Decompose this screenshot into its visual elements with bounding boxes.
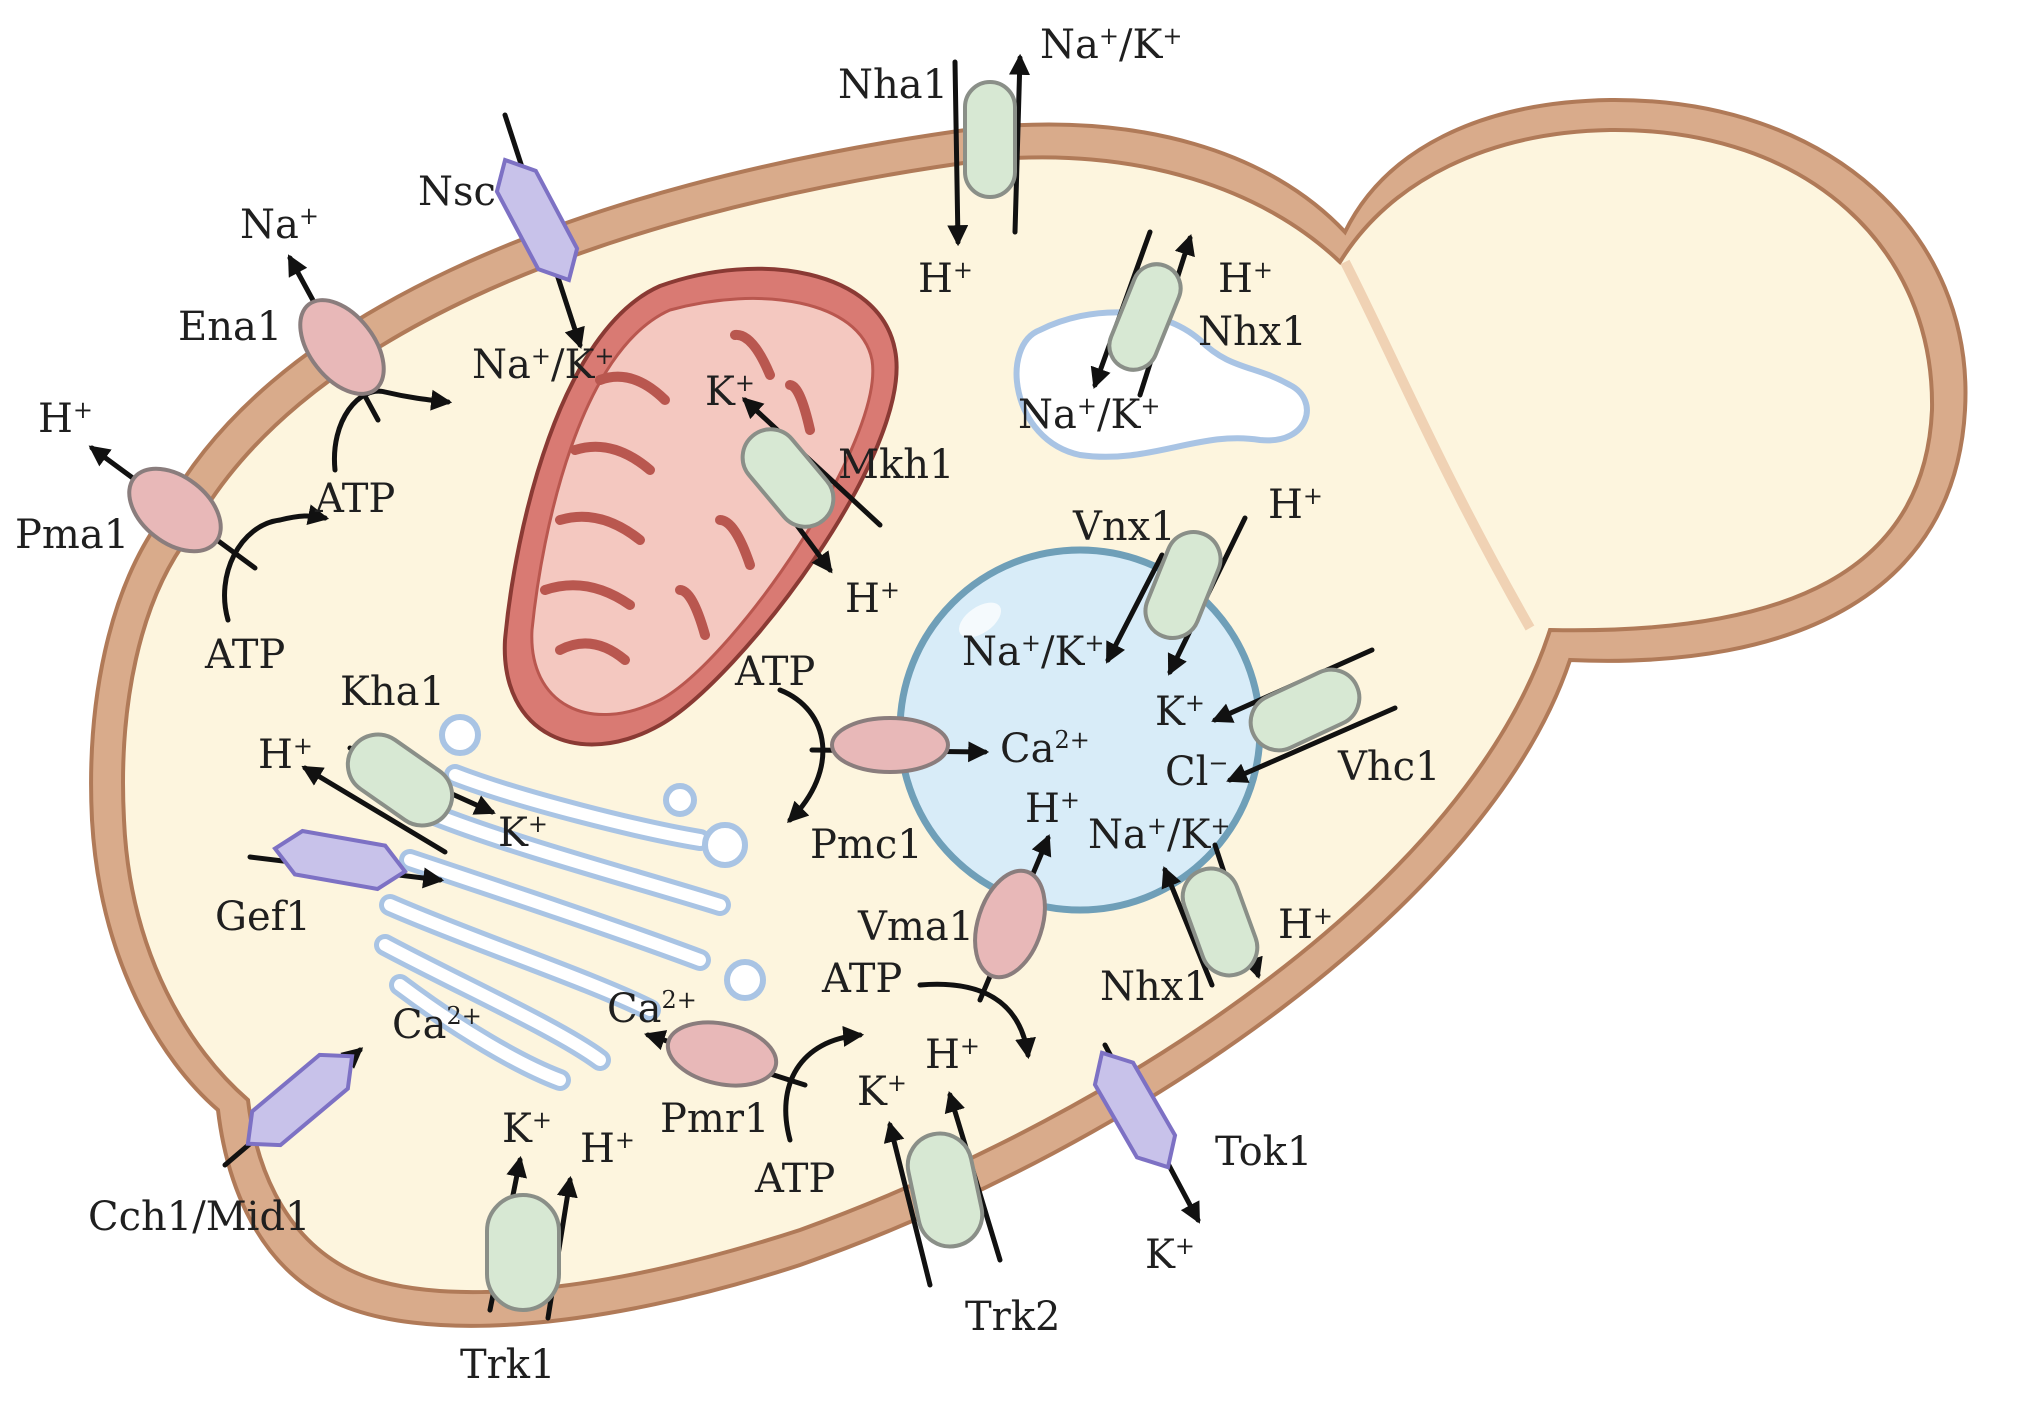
mkh1-label: Mkh1 [838, 442, 954, 488]
pma1-label: Pma1 [15, 512, 129, 558]
nhx1-bottom-label: Nhx1 [1100, 964, 1209, 1010]
protein-labels: Nha1 Nsc Ena1 Pma1 Nhx1 Mkh1 Vnx1 Kha1 P… [15, 62, 1441, 1388]
ion-h-label: H+ [38, 396, 93, 442]
pmr1-label: Pmr1 [660, 1096, 769, 1142]
ion-na-k-label: Na+/K+ [962, 629, 1104, 675]
tok1-channel [1092, 1050, 1178, 1170]
ion-h-label: H+ [1278, 902, 1333, 948]
mitochondrion [502, 266, 899, 747]
vhc1-label: Vhc1 [1337, 744, 1441, 790]
vnx1-transporter [1143, 530, 1223, 640]
ion-h-label: H+ [1218, 256, 1273, 302]
ion-k-label: K+ [502, 1106, 552, 1152]
ion-na-label: Na+ [240, 202, 319, 248]
atp-label: ATP [754, 1156, 835, 1202]
trk1-label: Trk1 [460, 1342, 556, 1388]
atp-label: ATP [314, 476, 395, 522]
pmc1-label: Pmc1 [810, 822, 923, 868]
ion-h-label: H+ [925, 1032, 980, 1078]
nhx1-top-transporter [1107, 262, 1183, 372]
ion-h-label: H+ [1268, 482, 1323, 528]
cch1-mid1-channel [245, 1052, 355, 1148]
ion-k-label: K+ [705, 369, 755, 415]
kha1-transporter [345, 732, 455, 828]
transport-proteins [127, 80, 1362, 1312]
ion-na-k-label: Na+/K+ [1018, 392, 1160, 438]
nsc-label: Nsc [418, 169, 496, 215]
nha1-transporter [963, 80, 1017, 199]
ion-h-label: H+ [918, 256, 973, 302]
vhc1-transporter [1248, 667, 1362, 753]
nhx1-bottom-transporter [1180, 866, 1260, 978]
gef1-channel [272, 828, 408, 892]
ion-na-k-label: Na+/K+ [472, 342, 614, 388]
ena1-pump [298, 298, 386, 396]
ion-na-k-label: Na+/K+ [1040, 22, 1182, 68]
ion-k-label: K+ [1145, 1232, 1195, 1278]
ion-ca-label: Ca2+ [607, 986, 697, 1032]
vnx1-label: Vnx1 [1072, 504, 1176, 550]
atp-label: ATP [204, 632, 285, 678]
trk1-transporter [485, 1193, 561, 1312]
trk2-label: Trk2 [965, 1294, 1061, 1340]
ion-h-label: H+ [845, 576, 900, 622]
nha1-label: Nha1 [838, 62, 948, 108]
ion-labels: Na+/K+ H+ Na+ Na+/K+ H+ ATP ATP H+ Na+/K… [38, 22, 1333, 1278]
ion-ca-label: Ca2+ [1000, 726, 1090, 772]
tok1-label: Tok1 [1215, 1129, 1312, 1175]
ion-h-label: H+ [580, 1126, 635, 1172]
vma1-pump [973, 868, 1047, 980]
cch1-mid1-label: Cch1/Mid1 [88, 1194, 311, 1240]
prevacuolar-compartment [1013, 309, 1310, 460]
pma1-pump [127, 466, 223, 554]
golgi-apparatus [374, 714, 766, 1091]
pmr1-pump [665, 1020, 779, 1088]
gef1-label: Gef1 [215, 894, 311, 940]
nhx1-top-label: Nhx1 [1198, 309, 1307, 355]
ion-k-label: K+ [498, 810, 548, 856]
ion-k-label: K+ [1155, 689, 1205, 735]
atp-label: ATP [734, 649, 815, 695]
trk2-transporter [905, 1131, 985, 1249]
kha1-label: Kha1 [340, 669, 445, 715]
ion-na-k-label: Na+/K+ [1088, 812, 1230, 858]
ion-ca-label: Ca2+ [392, 1002, 482, 1048]
atp-label: ATP [821, 956, 902, 1002]
ion-k-label: K+ [857, 1069, 907, 1115]
pmc1-pump [830, 716, 950, 774]
vma1-label: Vma1 [857, 904, 974, 950]
mkh1-transporter [740, 427, 836, 529]
ion-cl-label: Cl− [1165, 749, 1229, 795]
ena1-label: Ena1 [178, 304, 282, 350]
nsc-channel [494, 157, 580, 283]
ion-h-label: H+ [1025, 786, 1080, 832]
ion-h-label: H+ [258, 732, 313, 778]
